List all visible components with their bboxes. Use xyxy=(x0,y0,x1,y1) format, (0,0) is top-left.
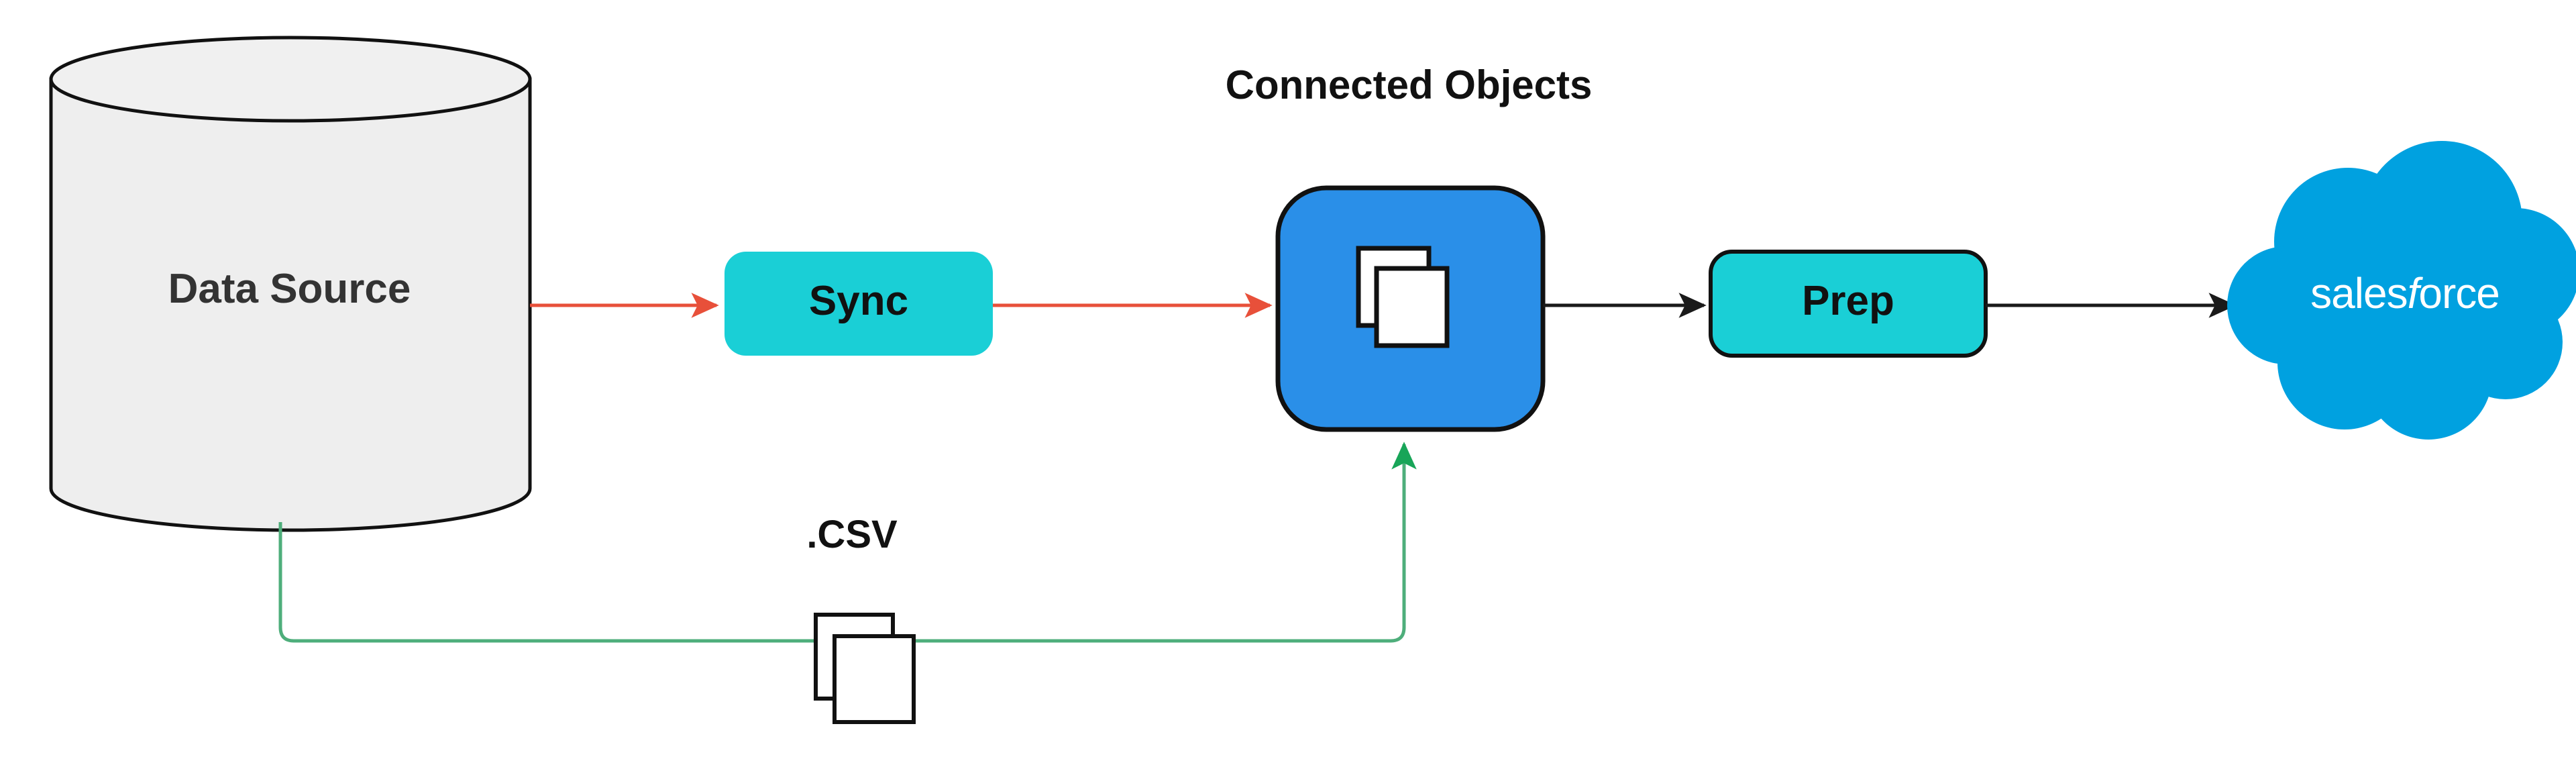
salesforce-node[interactable] xyxy=(2227,141,2576,440)
csv-files-node[interactable] xyxy=(814,613,916,724)
csv-doc-front xyxy=(833,634,916,724)
prep-node[interactable] xyxy=(1709,250,1988,358)
data-source-cylinder-top xyxy=(49,36,532,123)
data-source-cylinder-body xyxy=(49,77,532,532)
stacked-documents-icon xyxy=(1356,246,1450,348)
data-source-node[interactable] xyxy=(49,36,532,532)
salesforce-cloud-icon xyxy=(2227,141,2576,440)
sync-node[interactable] xyxy=(724,252,993,356)
connected-objects-node[interactable] xyxy=(1275,185,1546,432)
